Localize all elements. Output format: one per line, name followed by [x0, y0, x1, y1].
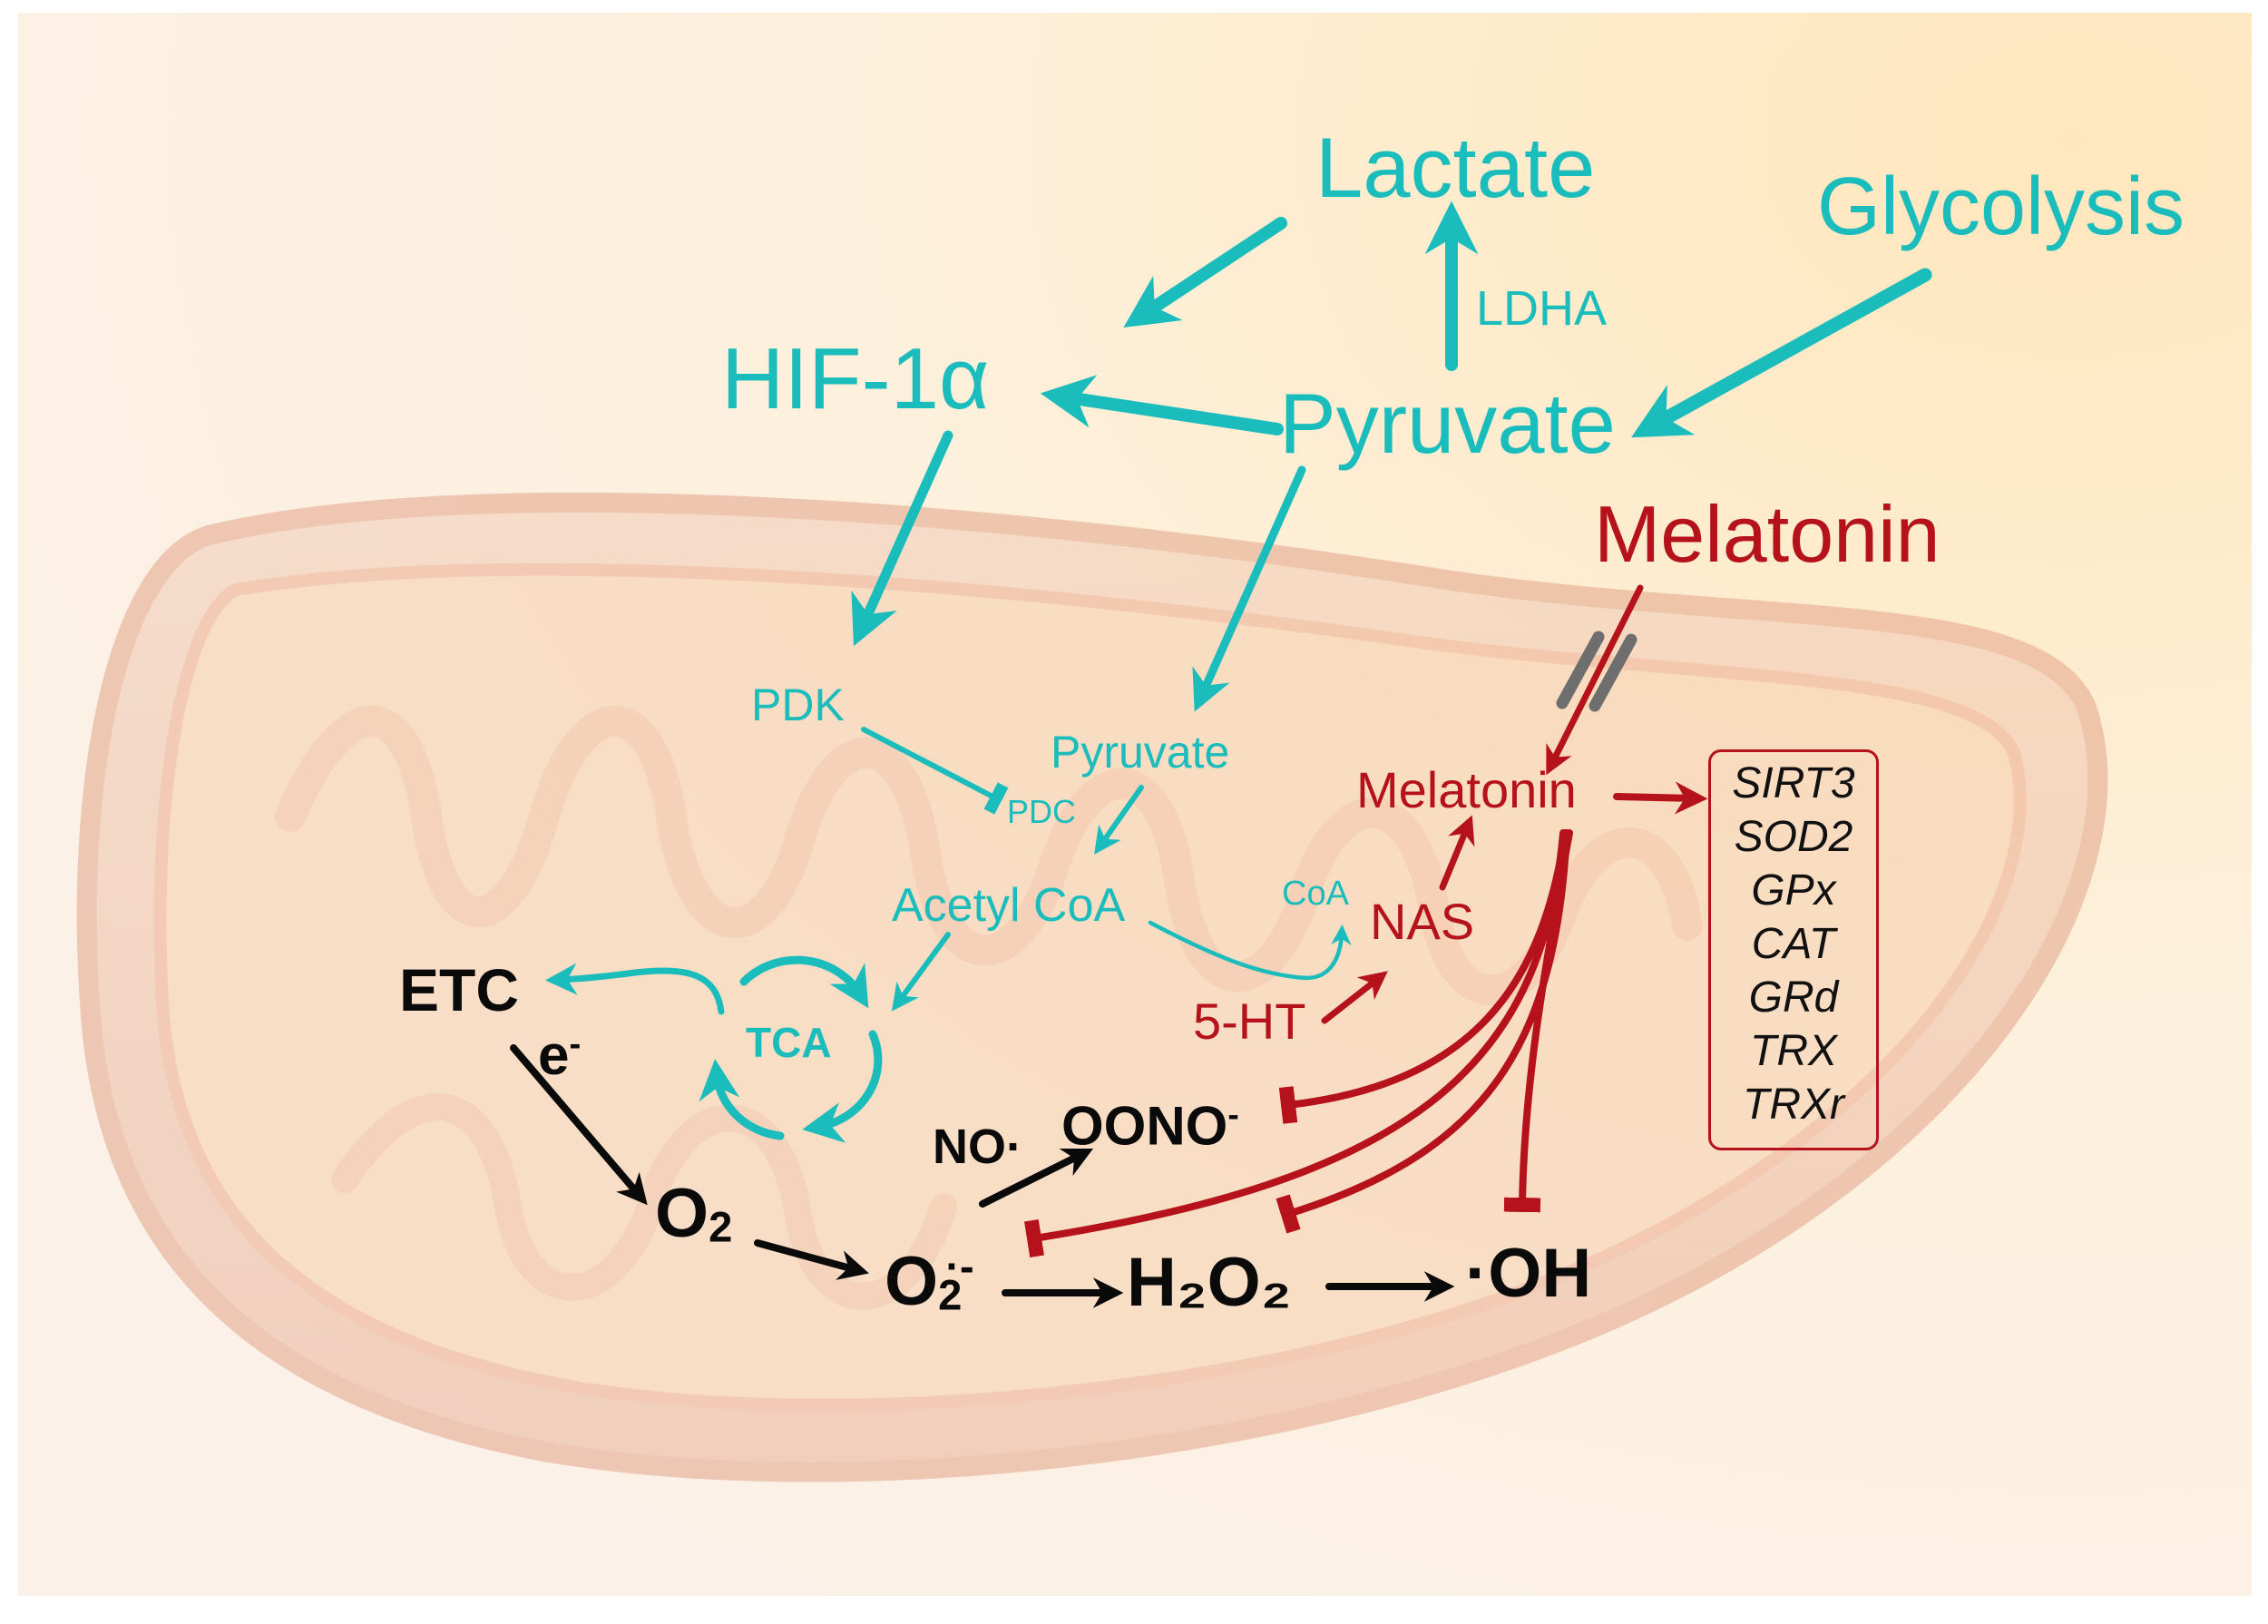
- label-pdk: PDK: [751, 680, 845, 730]
- inhibit-melatonin-hydroxyl: [1503, 829, 1573, 1213]
- superoxide-symbol: O: [885, 1242, 939, 1320]
- arrow-5ht-to-nas: [1321, 971, 1388, 1024]
- arrow-pyruvate-to-matrix-pyruvate: [1192, 465, 1306, 712]
- label-glycolysis: Glycolysis: [1817, 161, 2185, 252]
- electron-charge: -: [569, 1024, 582, 1063]
- inhibit-melatonin-h2o2: [1276, 829, 1570, 1234]
- inhibit-pdk-pdc: [861, 727, 1009, 815]
- label-pyruvate: Pyruvate: [1279, 376, 1616, 471]
- cristae-lower: [331, 1093, 957, 1310]
- glycolysis-pathway-arrows: [545, 201, 1932, 1015]
- electron-symbol: e: [538, 1024, 570, 1088]
- antioxidant-enzyme-list: SIRT3 SOD2 GPx CAT GRd TRX TRXr: [1708, 757, 1879, 1131]
- arrow-etc-to-o2: [510, 1044, 648, 1206]
- label-no: NO·: [933, 1120, 1022, 1174]
- enzyme-gpx: GPx: [1751, 866, 1836, 915]
- arrow-acetylcoa-to-coa-nas: [1148, 920, 1352, 981]
- enzyme-sirt3: SIRT3: [1732, 759, 1855, 807]
- label-tca: TCA: [746, 1019, 832, 1066]
- enzyme-sod2: SOD2: [1734, 813, 1853, 861]
- superoxide-subscript: 2: [938, 1270, 963, 1319]
- antioxidant-enzyme-box: [1708, 749, 1879, 1150]
- label-peroxynitrite: OONO-: [1061, 1095, 1239, 1157]
- superoxide-superscript: ·-: [945, 1242, 974, 1290]
- mitochondrion-illustration: [76, 492, 2108, 1482]
- label-pdc: PDC: [1007, 793, 1077, 830]
- peroxynitrite-symbol: OONO: [1061, 1095, 1228, 1157]
- arrow-glycolysis-to-pyruvate: [1630, 268, 1932, 438]
- arrow-lactate-to-hif1a: [1123, 217, 1287, 328]
- label-h2o2: H₂O₂: [1127, 1244, 1292, 1321]
- o2-subscript: 2: [709, 1202, 733, 1251]
- arrow-o2-to-superoxide: [754, 1239, 869, 1280]
- arrow-pyruvate-to-hif1a: [1040, 375, 1284, 435]
- arrow-pyruvate-to-acetylcoa: [1094, 785, 1144, 855]
- arrow-hif1a-to-pdk: [851, 430, 953, 647]
- label-electron: e-: [538, 1024, 582, 1088]
- label-o2: O2: [655, 1179, 732, 1248]
- arrow-superoxide-to-peroxynitrite: [979, 1148, 1094, 1208]
- label-melatonin-cytosol: Melatonin: [1594, 489, 1941, 579]
- ros-arrows: [510, 1044, 1455, 1308]
- membrane-channel: [1556, 631, 1637, 712]
- arrow-acetylcoa-to-tca: [891, 932, 951, 1012]
- enzyme-trx: TRX: [1750, 1027, 1837, 1075]
- label-melatonin-matrix: Melatonin: [1356, 761, 1577, 818]
- arrow-melatonin-to-enzymes: [1613, 781, 1708, 815]
- enzyme-grd: GRd: [1748, 973, 1839, 1022]
- arrow-melatonin-entry: [1546, 584, 1644, 776]
- label-superoxide: O2·-: [885, 1245, 974, 1316]
- inhibit-melatonin-superoxide: [1023, 829, 1567, 1258]
- peroxynitrite-charge: -: [1227, 1095, 1239, 1133]
- label-lactate: Lactate: [1315, 120, 1596, 215]
- arrow-tca-to-etc: [545, 963, 725, 1015]
- o2-symbol: O: [655, 1175, 709, 1252]
- label-etc: ETC: [399, 956, 519, 1023]
- label-pyruvate-matrix: Pyruvate: [1051, 727, 1230, 778]
- enzyme-trxr: TRXr: [1743, 1081, 1844, 1129]
- cristae: [275, 706, 1703, 1006]
- label-coa: CoA: [1282, 875, 1349, 913]
- tca-cycle: [699, 955, 883, 1143]
- label-nas: NAS: [1370, 893, 1475, 950]
- label-hydroxyl: ·OH: [1465, 1235, 1592, 1312]
- label-acetyl-coa: Acetyl CoA: [892, 879, 1126, 932]
- label-5ht: 5-HT: [1193, 993, 1306, 1050]
- melatonin-arrows: [1023, 584, 1708, 1258]
- arrow-nas-to-melatonin: [1439, 815, 1475, 891]
- label-hif1a: HIF-1α: [721, 330, 990, 427]
- enzyme-cat: CAT: [1751, 920, 1836, 968]
- label-ldha: LDHA: [1476, 281, 1608, 336]
